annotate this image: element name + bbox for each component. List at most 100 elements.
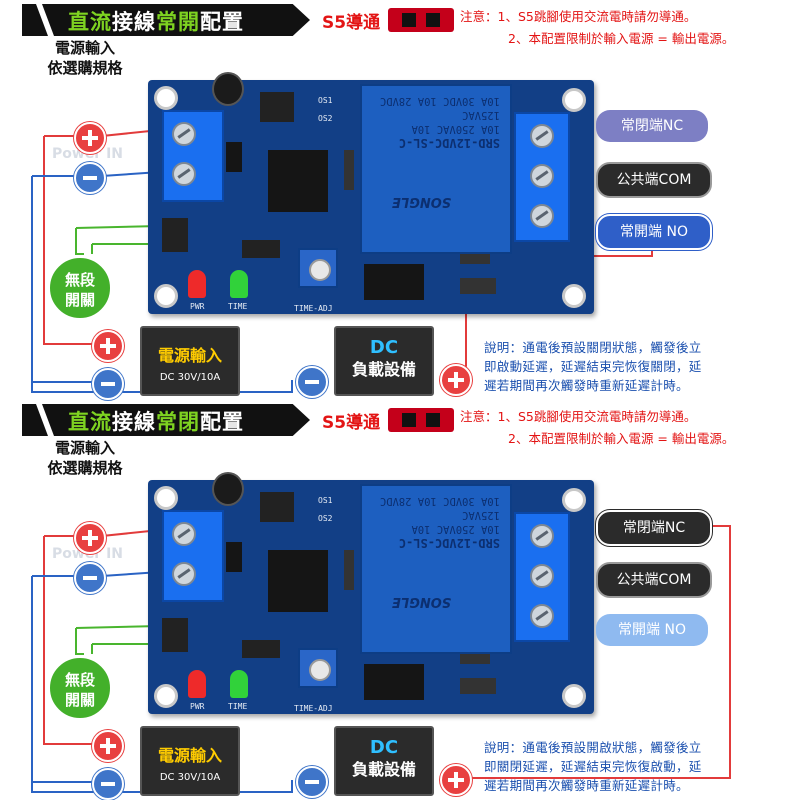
screw-terminal-icon xyxy=(172,522,196,546)
title-prefix: 直流 xyxy=(68,410,112,434)
title-mid: 接線 xyxy=(112,10,156,34)
title-banner: 直流接線常開配置 xyxy=(22,4,310,36)
relay: SRD-12VDC-SL-C 10A 250VAC 10A 125VAC 10A… xyxy=(360,84,512,254)
s5-jumper-icon xyxy=(388,8,454,32)
relay-brand: SONGLE xyxy=(392,194,452,209)
power-in-watermark: Power IN xyxy=(52,146,124,162)
mount-hole xyxy=(562,284,586,308)
time-led xyxy=(230,670,248,698)
screw-terminal-icon xyxy=(530,524,554,548)
trigger-header xyxy=(162,218,188,252)
switch-line-2: 開關 xyxy=(64,291,95,309)
description-line-1: 說明：通電後預設開啟狀態，觸發後立 xyxy=(484,740,702,755)
resistor xyxy=(344,550,354,590)
silk-time-adj: TIME-ADJ xyxy=(294,304,333,313)
switch-line-1: 無段 xyxy=(64,671,95,689)
power-in-watermark: Power IN xyxy=(52,546,124,562)
time-led xyxy=(230,270,248,298)
screw-terminal-icon xyxy=(530,164,554,188)
plus-icon xyxy=(440,764,472,796)
relay-module-board: OS1 OS2 PWR TIME TIME-ADJ SRD-12VDC-SL-C… xyxy=(148,72,594,314)
relay-output-terminal xyxy=(514,512,570,642)
load-line-2: 負載設備 xyxy=(351,760,416,779)
silk-os2: OS2 xyxy=(318,114,333,123)
power-input-box: 電源輸入 DC 30V/10A xyxy=(140,326,240,396)
trigger-header xyxy=(162,618,188,652)
power-select-label: 電源輸入 依選購規格 xyxy=(30,38,140,78)
ic-chip xyxy=(268,550,328,612)
nc-label: 常閉端NC xyxy=(596,110,708,142)
title-banner: 直流接線常閉配置 xyxy=(22,404,310,436)
description-line-1: 說明：通電後預設關閉狀態，觸發後立 xyxy=(484,340,702,355)
notice-line-1: 注意：1、S5跳腳使用交流電時請勿導通。 xyxy=(460,9,697,24)
minus-icon xyxy=(74,162,106,194)
screw-terminal-icon xyxy=(172,162,196,186)
notice-line-2: 2、本配置限制於輸入電源 = 輸出電源。 xyxy=(508,431,735,446)
jumper-icon xyxy=(242,640,280,658)
load-line-1: DC xyxy=(369,337,399,358)
relay: SRD-12VDC-SL-C 10A 250VAC 10A 125VAC 10A… xyxy=(360,484,512,654)
stepless-switch: 無段 開關 xyxy=(48,256,112,320)
no-label: 常開端 NO xyxy=(596,214,712,250)
silk-pwr: PWR xyxy=(190,702,205,711)
mount-hole xyxy=(562,88,586,112)
jumper-icon xyxy=(260,492,294,522)
relay-rating-1: 10A 250VAC 10A 125VAC xyxy=(411,109,500,135)
notice-line-1: 注意：1、S5跳腳使用交流電時請勿導通。 xyxy=(460,409,697,424)
power-select-line-1: 電源輸入 xyxy=(54,39,115,57)
jumper-icon xyxy=(242,240,280,258)
notice-text: 注意：1、S5跳腳使用交流電時請勿導通。 2、本配置限制於輸入電源 = 輸出電源… xyxy=(460,6,734,50)
power-box-spec: DC 30V/10A xyxy=(159,372,221,383)
silk-pwr: PWR xyxy=(190,302,205,311)
plus-icon xyxy=(440,364,472,396)
description: 說明：通電後預設關閉狀態，觸發後立 即啟動延遲，延遲結束完恢復關閉，延 遲若期間… xyxy=(484,338,784,395)
silk-time: TIME xyxy=(228,302,248,311)
s5-label: S5導通 xyxy=(322,413,381,433)
relay-module-board: OS1 OS2 PWR TIME TIME-ADJ SRD-12VDC-SL-C… xyxy=(148,472,594,714)
stepless-switch: 無段 開關 xyxy=(48,656,112,720)
resistor xyxy=(460,278,496,294)
power-box-spec: DC 30V/10A xyxy=(159,772,221,783)
minus-icon xyxy=(296,766,328,798)
screw-terminal-icon xyxy=(530,564,554,588)
plus-icon xyxy=(74,122,106,154)
relay-model: SRD-12VDC-SL-C xyxy=(398,136,500,150)
screw-terminal-icon xyxy=(530,204,554,228)
minus-icon xyxy=(92,768,124,800)
dc-load-device: DC 負載設備 xyxy=(334,726,434,796)
nc-label: 常閉端NC xyxy=(596,510,712,546)
description-line-3: 遲若期間再次觸發時重新延遲計時。 xyxy=(484,378,689,393)
silk-os1: OS1 xyxy=(318,96,333,105)
relay-markings: SRD-12VDC-SL-C 10A 250VAC 10A 125VAC 10A… xyxy=(370,94,500,150)
relay-markings: SRD-12VDC-SL-C 10A 250VAC 10A 125VAC 10A… xyxy=(370,494,500,550)
description-line-2: 即關閉延遲，延遲結束完恢復啟動，延 xyxy=(484,759,702,774)
no-label: 常開端 NO xyxy=(596,614,708,646)
jumper-icon xyxy=(260,92,294,122)
description-line-2: 即啟動延遲，延遲結束完恢復關閉，延 xyxy=(484,359,702,374)
silk-time-adj: TIME-ADJ xyxy=(294,704,333,713)
notice-text: 注意：1、S5跳腳使用交流電時請勿導通。 2、本配置限制於輸入電源 = 輸出電源… xyxy=(460,406,734,450)
resistor xyxy=(344,150,354,190)
mount-hole xyxy=(154,86,178,110)
slash-icon xyxy=(36,4,54,36)
title-prefix: 直流 xyxy=(68,10,112,34)
mount-hole xyxy=(154,486,178,510)
power-select-line-2: 依選購規格 xyxy=(47,459,123,477)
wiring-panel-2: 直流接線常閉配置 S5導通 注意：1、S5跳腳使用交流電時請勿導通。 2、本配置… xyxy=(0,400,800,800)
mount-hole xyxy=(154,684,178,708)
notice-line-2: 2、本配置限制於輸入電源 = 輸出電源。 xyxy=(508,31,735,46)
load-line-2: 負載設備 xyxy=(351,360,416,379)
capacitor xyxy=(212,72,244,106)
plus-icon xyxy=(74,522,106,554)
transistor xyxy=(364,264,424,300)
silk-os2: OS2 xyxy=(318,514,333,523)
title-suffix: 配置 xyxy=(200,410,244,434)
dc-load-device: DC 負載設備 xyxy=(334,326,434,396)
mount-hole xyxy=(562,488,586,512)
mount-hole xyxy=(562,684,586,708)
relay-rating-2: 10A 30VDC 10A 28VDC xyxy=(379,95,500,107)
wiring-panel-1: 直流接線常開配置 S5導通 注意：1、S5跳腳使用交流電時請勿導通。 2、本配置… xyxy=(0,0,800,400)
diode xyxy=(226,542,242,572)
power-select-line-1: 電源輸入 xyxy=(54,439,115,457)
plus-icon xyxy=(92,330,124,362)
